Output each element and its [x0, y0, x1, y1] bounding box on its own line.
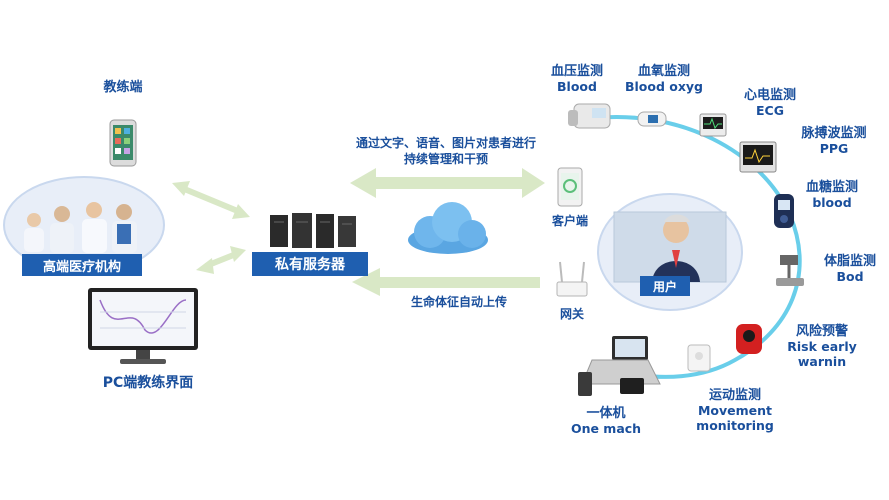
phone-client-icon	[557, 167, 583, 207]
device-label-allinone: 一体机 One mach	[566, 406, 646, 436]
arrow-coach-server	[172, 181, 250, 219]
client-label: 客户端	[551, 214, 588, 228]
pc-monitor-icon	[88, 288, 198, 364]
device-cn: 一体机	[586, 406, 626, 421]
ppg-device-icon	[739, 141, 777, 173]
device-label-ecg: 心电监测 ECG	[740, 88, 800, 118]
device-en: Bod	[836, 269, 864, 284]
device-ring-arc	[594, 115, 802, 379]
device-cn: 血压监测	[550, 64, 603, 79]
server-label: 私有服务器	[252, 252, 368, 276]
arrow-upload	[352, 268, 540, 296]
device-cn: 心电监测	[743, 88, 796, 103]
risk-alarm-icon	[736, 324, 762, 354]
user-label: 用户	[640, 276, 690, 296]
ecg-device-icon	[699, 113, 727, 137]
glucose-meter-icon	[774, 194, 794, 228]
device-en: ECG	[756, 103, 784, 118]
user-photo	[613, 211, 727, 283]
device-en: Blood	[557, 79, 597, 94]
arrow-hospital-server	[196, 246, 246, 274]
device-en: Risk early	[787, 339, 857, 354]
coach-label: 教练端	[103, 80, 143, 95]
device-label-glucose: 血糖监测 blood	[800, 180, 864, 210]
tablet-icon	[109, 119, 137, 167]
device-cn: 血氧监测	[637, 64, 690, 79]
bp-monitor-icon	[568, 103, 611, 129]
movement-sensor-icon	[687, 344, 711, 372]
device-cn: 血糖监测	[805, 180, 858, 195]
device-cn: 体脂监测	[823, 254, 876, 269]
upload-text: 生命体征自动上传	[410, 295, 507, 309]
device-en-2: monitoring	[696, 418, 774, 433]
device-cn: 脉搏波监测	[801, 126, 867, 141]
doctors-photo	[24, 202, 137, 253]
device-cn: 运动监测	[708, 388, 761, 403]
device-en: blood	[812, 195, 852, 210]
device-label-spo2: 血氧监测 Blood oxyg	[622, 64, 706, 94]
server-rack-icon	[270, 213, 356, 248]
pulse-oximeter-icon	[637, 111, 667, 127]
cloud-icon	[408, 202, 488, 254]
body-fat-scale-icon	[776, 255, 804, 286]
device-en: One mach	[570, 421, 642, 436]
gateway-label: 网关	[559, 307, 584, 321]
device-en: Blood oxyg	[624, 79, 704, 94]
intervention-text-2: 持续管理和干预	[403, 152, 488, 166]
all-in-one-machine-icon	[578, 336, 661, 396]
router-gateway-icon	[556, 261, 588, 297]
device-label-ppg: 脉搏波监测 PPG	[796, 126, 872, 156]
arrow-intervention	[350, 168, 545, 198]
intervention-text-1: 通过文字、语音、图片对患者进行	[355, 136, 536, 150]
device-label-risk: 风险预警 Risk early warnin	[782, 324, 862, 369]
device-en: Movement	[697, 403, 773, 418]
pc-label: PC端教练界面	[102, 375, 194, 391]
device-label-bp: 血压监测 Blood	[548, 64, 606, 94]
device-label-bodyfat: 体脂监测 Bod	[818, 254, 882, 284]
device-label-movement: 运动监测 Movement monitoring	[690, 388, 780, 433]
hospital-label: 高端医疗机构	[22, 254, 142, 276]
device-en-2: warnin	[797, 354, 847, 369]
device-en: PPG	[819, 141, 849, 156]
device-cn: 风险预警	[795, 324, 848, 339]
